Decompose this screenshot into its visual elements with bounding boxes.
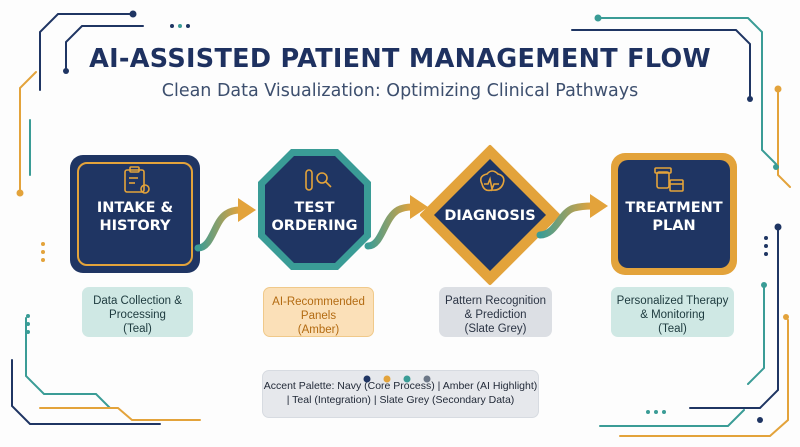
slate-swatch — [423, 375, 431, 383]
step-intake-description: Data Collection & Processing (Teal) — [82, 287, 193, 337]
brain-pulse-icon — [480, 170, 505, 192]
teal-swatch — [403, 375, 411, 383]
connector-arrow-3 — [536, 194, 608, 239]
palette-legend: Accent Palette: Navy (Core Process) | Am… — [262, 370, 539, 418]
amber-swatch — [383, 375, 391, 383]
test-tube-magnifier-icon — [305, 169, 332, 191]
navy-swatch — [363, 375, 371, 383]
palette-legend-swatches — [363, 375, 431, 383]
clipboard-gear-icon — [124, 166, 150, 194]
page-subtitle: Clean Data Visualization: Optimizing Cli… — [161, 81, 639, 101]
pill-bottle-calendar-icon — [654, 167, 684, 192]
step-diagnosis-shape — [420, 145, 560, 285]
step-diagnosis-description: Pattern Recognition & Prediction (Slate … — [439, 287, 552, 337]
step-intake-label: INTAKE & HISTORY — [96, 200, 174, 234]
step-treatment-shape — [611, 153, 737, 275]
page-title: AI-ASSISTED PATIENT MANAGEMENT FLOW — [89, 44, 711, 74]
connector-arrow-2 — [364, 195, 428, 250]
step-test-ordering-description: AI-Recommended Panels (Amber) — [263, 287, 374, 337]
step-treatment-description: Personalized Therapy & Monitoring (Teal) — [611, 287, 734, 337]
step-test-ordering-shape — [258, 149, 371, 270]
connector-arrow-1 — [194, 198, 256, 252]
step-test-ordering-label: TEST ORDERING — [271, 200, 358, 234]
step-diagnosis-label: DIAGNOSIS — [444, 208, 536, 224]
step-intake-shape — [70, 155, 200, 273]
step-treatment-label: TREATMENT PLAN — [625, 200, 723, 234]
